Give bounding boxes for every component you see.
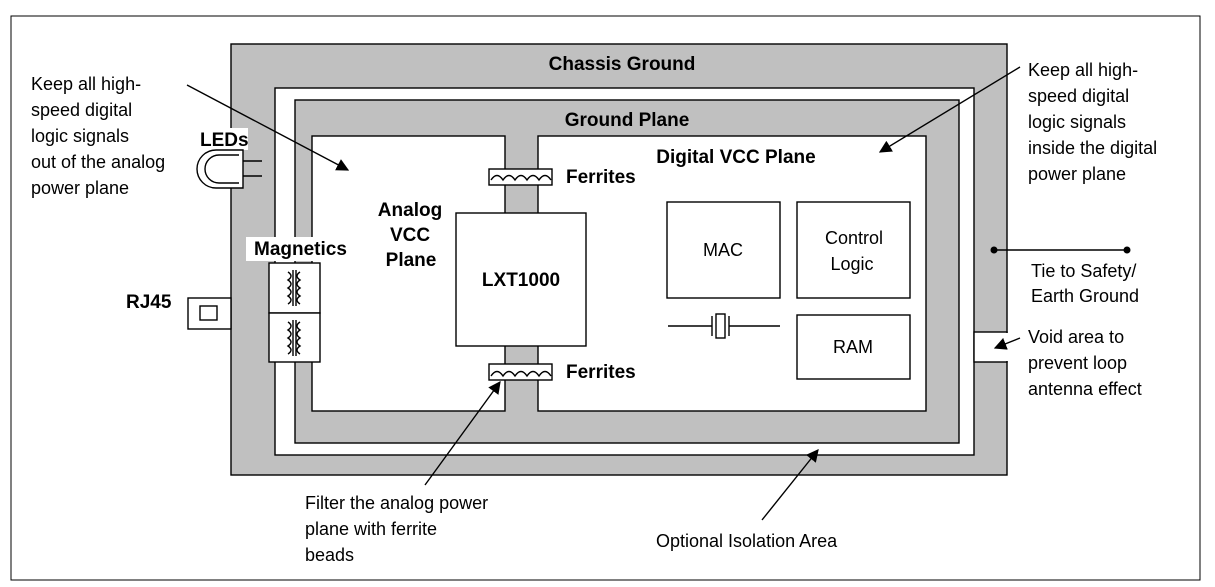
- tie-ground-line-1: Tie to Safety/: [1031, 261, 1136, 281]
- crystal-icon: [668, 313, 780, 339]
- ground-plane-label: Ground Plane: [565, 110, 690, 131]
- ferrites-top-label: Ferrites: [566, 167, 636, 188]
- ram-block: [796, 314, 911, 380]
- mac-block: [666, 201, 781, 299]
- analog-vcc-label-1: Analog: [378, 200, 442, 221]
- note-left-arrow: [186, 84, 350, 171]
- control-logic-block: [796, 201, 911, 299]
- note-left-line-1: Keep all high-: [31, 74, 141, 94]
- control-logic-label-2: Logic: [830, 254, 873, 274]
- tie-ground-line-2: Earth Ground: [1031, 286, 1139, 306]
- void-area-line-2: prevent loop: [1028, 353, 1127, 373]
- led-icon: [196, 149, 262, 189]
- note-right-arrow: [878, 66, 1021, 153]
- lxt1000-chip: [455, 212, 587, 347]
- void-area-line-1: Void area to: [1028, 327, 1124, 347]
- leds-label-bg: [198, 128, 248, 150]
- ferrite-top: [488, 168, 553, 186]
- lxt1000-label: LXT1000: [482, 270, 560, 291]
- void-area-cut: [973, 331, 1008, 363]
- ferrite-filter-line-1: Filter the analog power: [305, 493, 488, 513]
- void-area-arrow: [993, 337, 1021, 350]
- rj45-connector-icon: [187, 297, 232, 330]
- ram-label: RAM: [833, 337, 873, 357]
- mac-label: MAC: [703, 240, 743, 260]
- chassis-ground-label: Chassis Ground: [549, 54, 696, 75]
- note-right-line-4: inside the digital: [1028, 138, 1157, 158]
- note-left-line-5: power plane: [31, 178, 129, 198]
- note-right-line-1: Keep all high-: [1028, 60, 1138, 80]
- isolation-label: Optional Isolation Area: [656, 531, 838, 551]
- void-area-line-3: antenna effect: [1028, 379, 1142, 399]
- ferrite-filter-line-2: plane with ferrite: [305, 519, 437, 539]
- analog-vcc-label-2: VCC: [390, 225, 430, 246]
- ferrites-bottom-label: Ferrites: [566, 362, 636, 383]
- digital-vcc-plane-label: Digital VCC Plane: [656, 147, 815, 168]
- note-right-line-5: power plane: [1028, 164, 1126, 184]
- ferrite-filter-arrow: [424, 380, 501, 486]
- rj45-label: RJ45: [126, 292, 172, 313]
- analog-vcc-label-3: Plane: [386, 250, 437, 271]
- isolation-arrow: [761, 449, 819, 521]
- ferrite-filter-line-3: beads: [305, 545, 354, 565]
- control-logic-label-1: Control: [825, 228, 883, 248]
- ferrite-bottom: [488, 363, 553, 381]
- note-right-line-3: logic signals: [1028, 112, 1126, 132]
- magnetics-transformer-icon: [268, 262, 321, 363]
- magnetics-label: Magnetics: [254, 239, 347, 260]
- note-left-line-4: out of the analog: [31, 152, 165, 172]
- note-left-line-3: logic signals: [31, 126, 129, 146]
- leds-label: LEDs: [200, 130, 249, 151]
- note-left-line-2: speed digital: [31, 100, 132, 120]
- magnetics-label-bg: [246, 237, 366, 261]
- note-right-line-2: speed digital: [1028, 86, 1129, 106]
